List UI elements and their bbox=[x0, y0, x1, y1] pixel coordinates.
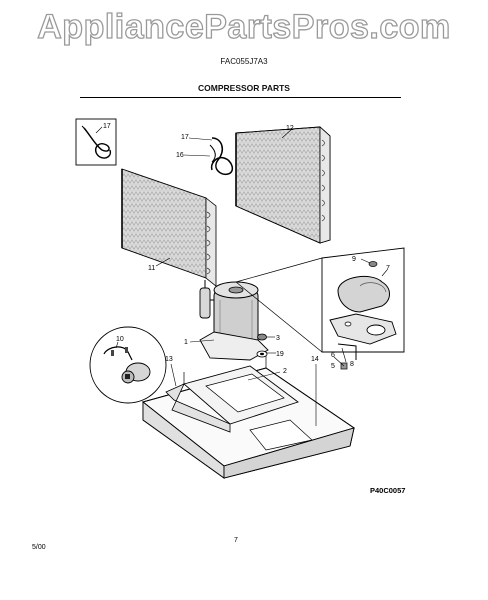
condenser-coil bbox=[235, 126, 331, 244]
callout-11: 11 bbox=[148, 265, 155, 272]
base-pan bbox=[141, 356, 356, 479]
revision-date: 5/00 bbox=[32, 544, 46, 551]
callout-1: 1 bbox=[184, 339, 188, 346]
capillary-tube-inset bbox=[75, 118, 117, 166]
callout-9: 9 bbox=[352, 256, 356, 263]
evaporator-coil bbox=[121, 168, 217, 287]
compressor bbox=[199, 280, 269, 361]
model-number: FAC055J7A3 bbox=[220, 57, 268, 66]
section-title: COMPRESSOR PARTS bbox=[198, 83, 290, 93]
callout-3: 3 bbox=[276, 335, 280, 342]
callout-12: 12 bbox=[286, 125, 294, 132]
callout-17: 17 bbox=[181, 134, 189, 141]
callout-7: 7 bbox=[386, 265, 390, 272]
callout-16: 16 bbox=[176, 152, 184, 159]
callout-14: 14 bbox=[311, 356, 319, 363]
page-number: 7 bbox=[234, 537, 238, 544]
title-rule bbox=[80, 97, 401, 98]
callout-2: 2 bbox=[283, 368, 287, 375]
capacitor-inset bbox=[89, 326, 167, 404]
callout-19: 19 bbox=[276, 351, 284, 358]
callout-5: 5 bbox=[331, 363, 335, 370]
watermark-logo: AppliancePartsPros.com bbox=[37, 7, 451, 46]
callout-8: 8 bbox=[350, 361, 354, 368]
capillary-coil bbox=[209, 137, 234, 176]
leader-lines bbox=[95, 126, 388, 426]
figure-code: P40C0057 bbox=[370, 486, 406, 495]
grommets bbox=[256, 333, 268, 358]
callout-13: 13 bbox=[165, 356, 173, 363]
callout-6: 6 bbox=[331, 352, 335, 359]
callout-10: 10 bbox=[116, 336, 124, 343]
callout-17-inset: 17 bbox=[103, 123, 111, 130]
